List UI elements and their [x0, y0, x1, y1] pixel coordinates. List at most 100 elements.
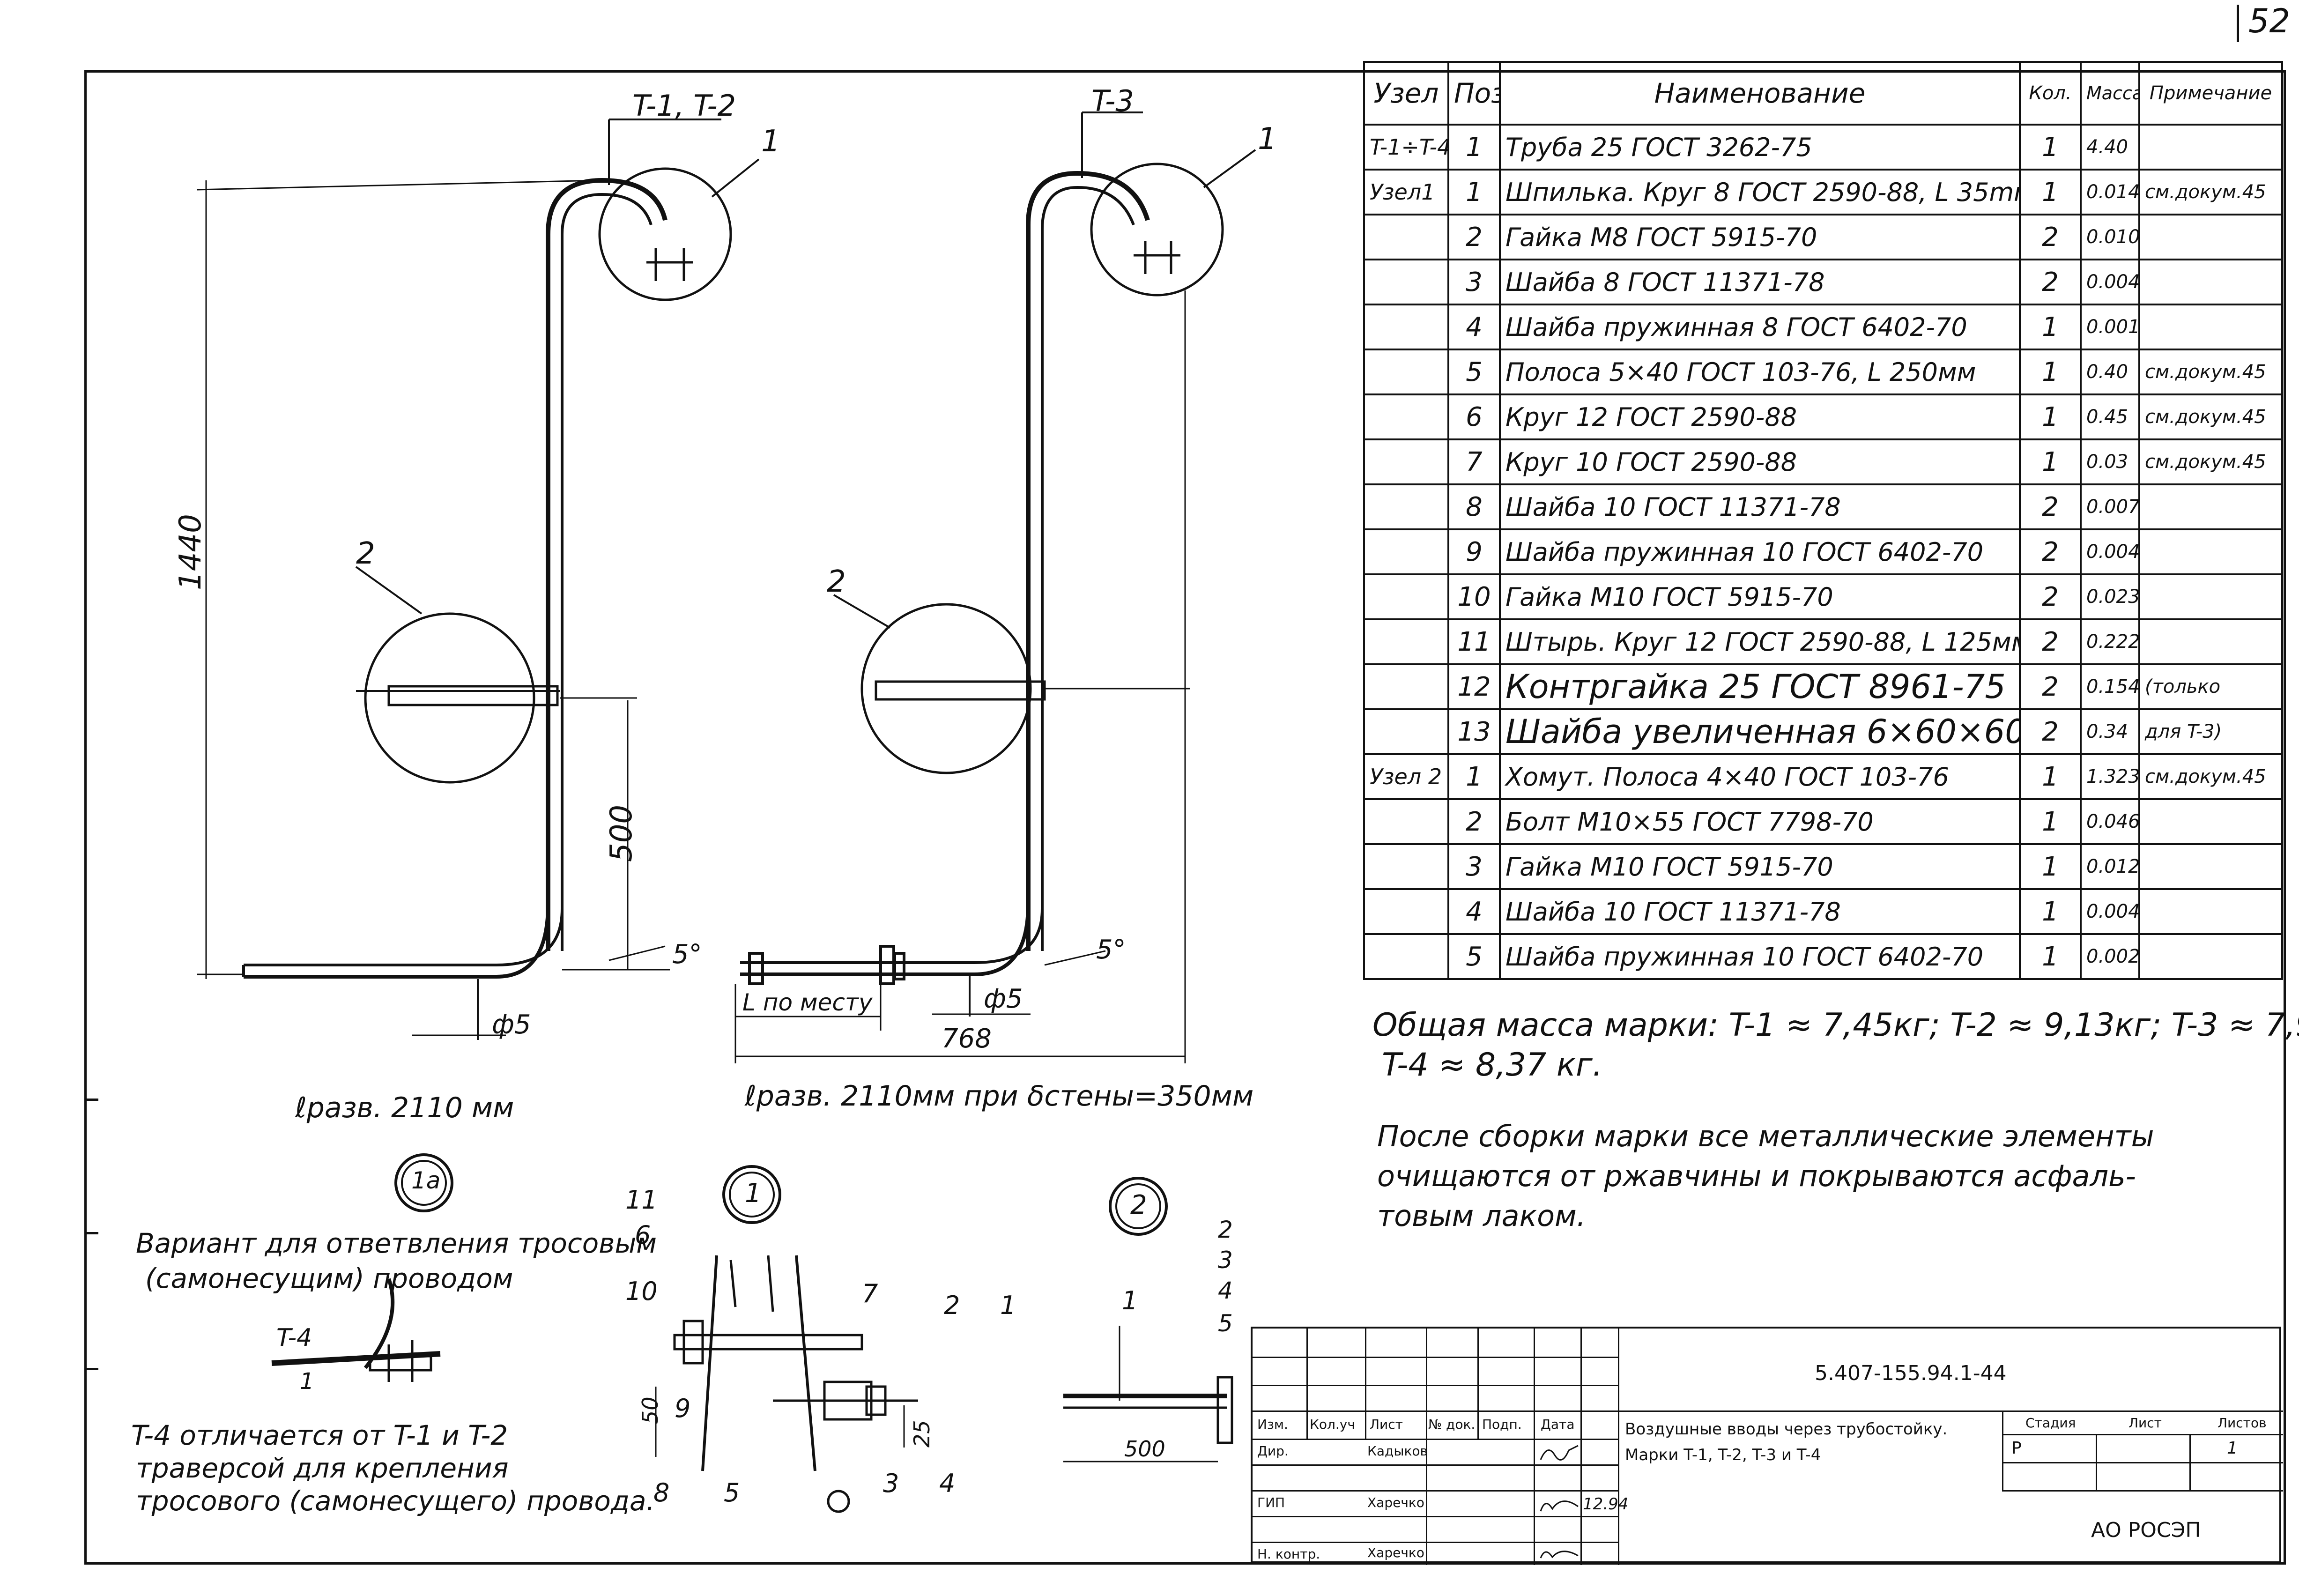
spec-cell-qty: 1 — [2019, 124, 2082, 171]
spec-cell-qty: 2 — [2019, 618, 2082, 665]
spec-cell-note: см.докум.45 — [2138, 393, 2283, 440]
spec-cell-mass: 0.222 — [2080, 618, 2140, 665]
sheet-number-tick — [2237, 5, 2239, 42]
pipe-left — [242, 178, 667, 979]
spec-cell-mass: 0.34 — [2080, 708, 2140, 755]
spec-cell-pos: 6 — [1447, 393, 1501, 440]
node1-pos: 4 — [939, 1469, 956, 1498]
node-1-marker — [722, 1165, 781, 1224]
spec-cell-pos: 1 — [1447, 753, 1501, 800]
drawing-canvas — [196, 111, 1256, 1513]
margin-tick — [84, 1099, 98, 1101]
spec-cell-name: Гайка М8 ГОСТ 5915-70 — [1499, 214, 2021, 260]
spec-cell-qty: 1 — [2019, 393, 2082, 440]
spec-cell-mass: 0.004 — [2080, 528, 2140, 575]
node2-pos: 3 — [1218, 1247, 1233, 1274]
col-uzel: Узел — [1363, 61, 1449, 126]
spec-cell-mass: 0.40 — [2080, 349, 2140, 395]
node-2-label: 2 — [1130, 1190, 1147, 1220]
spec-cell-mass: 0.004 — [2080, 888, 2140, 935]
spec-cell-note: см.докум.45 — [2138, 349, 2283, 395]
spec-cell-qty: 2 — [2019, 528, 2082, 575]
t4-note-3: тросового (самонесущего) провода. — [136, 1485, 655, 1517]
spec-cell-pos: 4 — [1447, 304, 1501, 350]
signature-dir — [1540, 1445, 1579, 1461]
callout-2-right: 2 — [827, 564, 846, 599]
spec-cell-qty: 1 — [2019, 798, 2082, 845]
tb-org: АО РОСЭП — [2091, 1518, 2201, 1542]
tb-gip-label: ГИП — [1257, 1495, 1285, 1510]
spec-cell-name: Труба 25 ГОСТ 3262-75 — [1499, 124, 2021, 171]
spec-cell-pos: 12 — [1447, 663, 1501, 710]
dim-500: 500 — [604, 804, 639, 862]
spec-cell-mass: 0.004 — [2080, 259, 2140, 305]
spec-cell-qty: 2 — [2019, 483, 2082, 530]
spec-cell-note — [2138, 888, 2283, 935]
angle-right: 5° — [1096, 935, 1126, 965]
spec-cell-uzel — [1363, 798, 1449, 845]
pipe-right — [740, 171, 1150, 976]
col-name: Наименование — [1499, 61, 2021, 126]
t4-note-2: траверсой для крепления — [136, 1452, 509, 1484]
callout-circle-2-right — [860, 603, 1032, 774]
spec-cell-uzel — [1363, 888, 1449, 935]
spec-cell-pos: 9 — [1447, 528, 1501, 575]
angle-left: 5° — [672, 939, 702, 970]
tb-doc-code: 5.407-155.94.1-44 — [1815, 1361, 2007, 1385]
tb-col-ndoc: № док. — [1428, 1417, 1476, 1432]
spec-cell-note: для T-3) — [2138, 708, 2283, 755]
variant-mark: T-4 — [276, 1324, 312, 1352]
spec-cell-name: Шпилька. Круг 8 ГОСТ 2590-88, L 35mm — [1499, 169, 2021, 215]
node2-pos: 1 — [1122, 1286, 1138, 1315]
spec-cell-uzel: Узел 2 — [1363, 753, 1449, 800]
spec-cell-note: (только — [2138, 663, 2283, 710]
dia-left: ф5 — [492, 1010, 531, 1040]
node-2-marker — [1109, 1177, 1168, 1236]
node1-pos: 5 — [724, 1478, 740, 1507]
spec-cell-note — [2138, 124, 2283, 171]
spec-cell-name: Штырь. Круг 12 ГОСТ 2590-88, L 125мм — [1499, 618, 2021, 665]
tb-sheets-label: Листов — [2217, 1415, 2267, 1431]
spec-cell-uzel: T-1÷T-4 — [1363, 124, 1449, 171]
tb-gip-date: 12.94 — [1583, 1495, 1629, 1514]
variant-pos: 1 — [300, 1368, 314, 1395]
node1-dim: 50 — [638, 1396, 663, 1424]
spec-cell-pos: 5 — [1447, 933, 1501, 980]
spec-cell-qty: 1 — [2019, 753, 2082, 800]
node2-pos: 2 — [1218, 1216, 1233, 1243]
spec-cell-uzel — [1363, 438, 1449, 485]
node1-pos: 6 — [635, 1220, 651, 1250]
tb-stage: Р — [2011, 1439, 2022, 1458]
spec-cell-uzel — [1363, 393, 1449, 440]
spec-cell-name: Круг 12 ГОСТ 2590-88 — [1499, 393, 2021, 440]
spec-cell-note — [2138, 933, 2283, 980]
spec-cell-qty: 1 — [2019, 349, 2082, 395]
spec-cell-uzel — [1363, 304, 1449, 350]
tb-title-1: Воздушные вводы через трубостойку. — [1625, 1420, 1948, 1439]
dim-768: 768 — [942, 1024, 992, 1054]
dev-length-left: ℓразв. 2110 мм — [295, 1091, 514, 1124]
spec-cell-mass: 0.007 — [2080, 483, 2140, 530]
spec-cell-qty: 2 — [2019, 573, 2082, 620]
col-mass: Масса кг — [2080, 61, 2140, 126]
dia-right: ф5 — [984, 984, 1023, 1014]
assembly-note-3: товым лаком. — [1377, 1199, 1586, 1233]
spec-cell-uzel: Узел1 — [1363, 169, 1449, 215]
callout-circle-2-left — [364, 612, 535, 784]
spec-cell-pos: 13 — [1447, 708, 1501, 755]
spec-cell-pos: 1 — [1447, 124, 1501, 171]
spec-header-row: Узел Поз. Наименование Кол. Масса кг При… — [1363, 61, 2283, 126]
tb-gip-name: Харечко — [1367, 1495, 1424, 1510]
dim-1440: 1440 — [173, 514, 208, 590]
spec-cell-uzel — [1363, 708, 1449, 755]
spec-cell-mass: 4.40 — [2080, 124, 2140, 171]
